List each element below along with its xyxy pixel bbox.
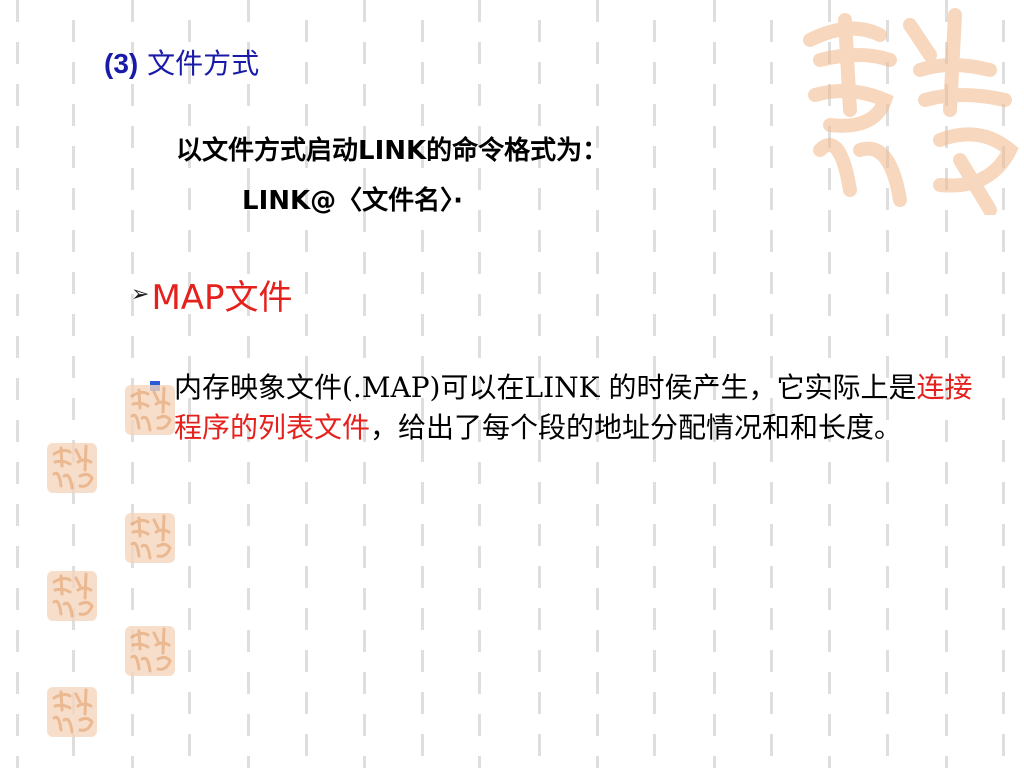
background-dash-line	[770, 0, 773, 768]
small-seal-icon	[47, 687, 97, 737]
map-file-label: MAP文件	[151, 278, 293, 318]
small-seal-icon	[47, 443, 97, 493]
background-dash-line	[478, 0, 481, 768]
background-dash-line	[305, 0, 308, 768]
title-text: 文件方式	[147, 47, 260, 80]
calligraphy-seal-decoration	[803, 8, 1019, 215]
background-dash-line	[1002, 0, 1005, 768]
background-dash-line	[653, 0, 656, 768]
command-format-text: LINK@〈文件名〉·	[242, 186, 464, 216]
map-file-heading: ➢ MAP文件	[131, 270, 293, 319]
arrow-bullet-icon: ➢	[131, 282, 150, 307]
description-highlight: 连接程序的列表文件	[174, 371, 973, 444]
background-dash-line	[16, 0, 19, 768]
title-number: (3)	[104, 48, 139, 79]
background-dash-line	[72, 0, 75, 768]
command-intro-text: 以文件方式启动LINK的命令格式为：	[176, 136, 609, 166]
small-seal-icon	[47, 571, 97, 621]
title: (3) 文件方式	[104, 42, 259, 82]
background-dash-line	[945, 0, 948, 768]
description-part-2: ，给出了每个段的地址分配情况和和长度。	[370, 411, 903, 444]
background-dash-line	[421, 0, 424, 768]
background-dash-line	[188, 0, 191, 768]
background-dash-line	[363, 0, 366, 768]
background-dash-line	[596, 0, 599, 768]
background-dash-line	[247, 0, 250, 768]
small-seal-icon	[125, 626, 175, 676]
small-seal-icon	[125, 385, 175, 435]
map-description-text: 内存映象文件(.MAP)可以在LINK 的时侯产生，它实际上是连接程序的列表文件…	[174, 368, 984, 448]
background-dash-line	[886, 0, 889, 768]
background-dash-line	[828, 0, 831, 768]
background-dash-line	[713, 0, 716, 768]
background-dash-line	[538, 0, 541, 768]
map-description-item: 内存映象文件(.MAP)可以在LINK 的时侯产生，它实际上是连接程序的列表文件…	[150, 368, 990, 448]
description-part-1: 内存映象文件(.MAP)可以在LINK 的时侯产生，它实际上是	[174, 371, 917, 404]
small-seal-icon	[125, 513, 175, 563]
background-dash-line	[131, 0, 134, 768]
